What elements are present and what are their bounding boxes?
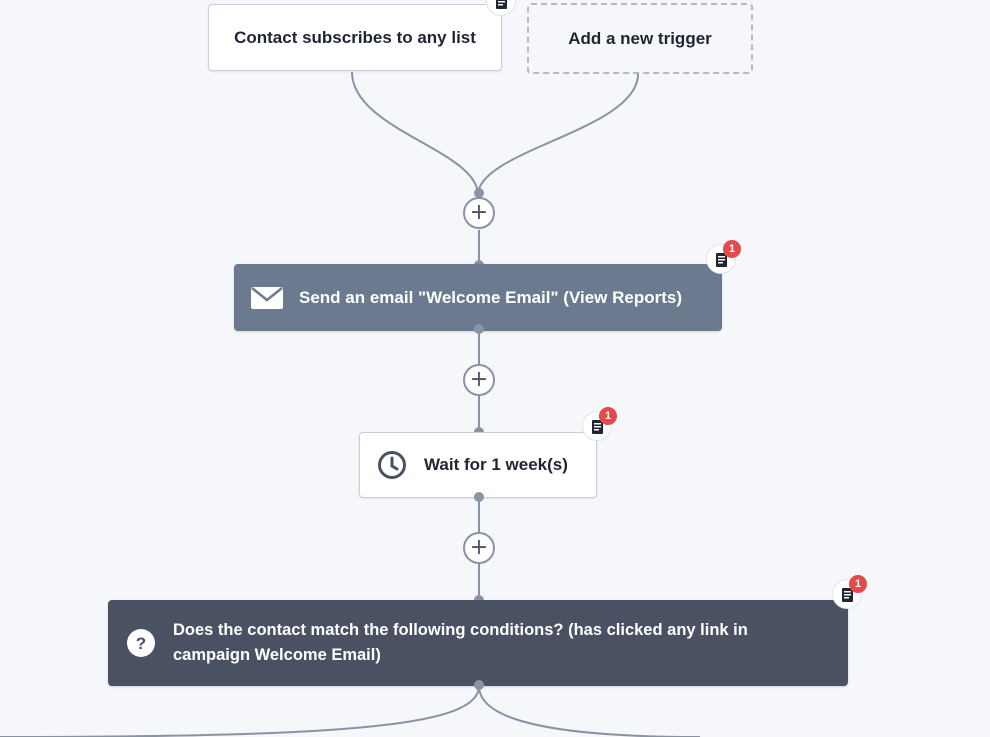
add-step-button[interactable]: + [463,532,495,564]
connector-branch-left [0,685,480,737]
connector-dot [474,492,484,502]
send-email-label: Send an email "Welcome Email" (View Repo… [299,287,682,307]
trigger-report-badge[interactable] [486,0,516,16]
notification-count: 1 [723,240,741,258]
connector-dot [474,324,484,334]
trigger-contact-subscribes[interactable]: Contact subscribes to any list [208,4,502,71]
send-email-step[interactable]: Send an email "Welcome Email" (View Repo… [234,264,722,331]
trigger-label: Contact subscribes to any list [234,27,476,47]
condition-label: Does the contact match the following con… [173,621,748,664]
connector-trigger-left [351,71,479,196]
clock-icon [377,450,407,480]
wait-label: Wait for 1 week(s) [424,455,568,474]
add-step-button[interactable]: + [463,364,495,396]
add-trigger-button[interactable]: Add a new trigger [527,3,753,74]
document-icon [496,0,507,9]
send-email-report-badge[interactable]: 1 [706,240,741,274]
question-icon: ? [126,628,156,658]
condition-report-badge[interactable]: 1 [832,575,867,609]
wait-step[interactable]: Wait for 1 week(s) [359,432,597,498]
connector-trigger-right [477,73,639,196]
connector-dot [474,188,484,198]
notification-count: 1 [849,575,867,593]
add-trigger-label: Add a new trigger [568,28,712,48]
wait-report-badge[interactable]: 1 [582,407,617,441]
connector-dot [474,680,484,690]
document-icon [592,420,603,434]
svg-text:?: ? [136,634,146,653]
envelope-icon [251,286,283,310]
notification-count: 1 [599,407,617,425]
document-icon [842,588,853,602]
document-icon [716,253,727,267]
add-step-button[interactable]: + [463,197,495,229]
condition-step[interactable]: ? Does the contact match the following c… [108,600,848,686]
connector-branch-right [478,685,701,737]
